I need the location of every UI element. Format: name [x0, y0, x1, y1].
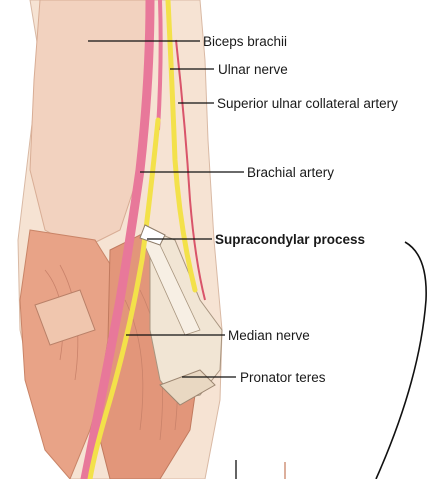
label-brachial-artery: Brachial artery: [247, 165, 334, 180]
curved-arrow: [376, 242, 426, 479]
label-superior-ulnar-collateral-artery: Superior ulnar collateral artery: [217, 96, 398, 111]
labels: Biceps brachii Ulnar nerve Superior ulna…: [203, 34, 398, 385]
label-pronator-teres: Pronator teres: [240, 370, 326, 385]
label-supracondylar-process: Supracondylar process: [215, 232, 365, 247]
label-biceps-brachii: Biceps brachii: [203, 34, 287, 49]
label-ulnar-nerve: Ulnar nerve: [218, 62, 288, 77]
label-median-nerve: Median nerve: [228, 328, 310, 343]
